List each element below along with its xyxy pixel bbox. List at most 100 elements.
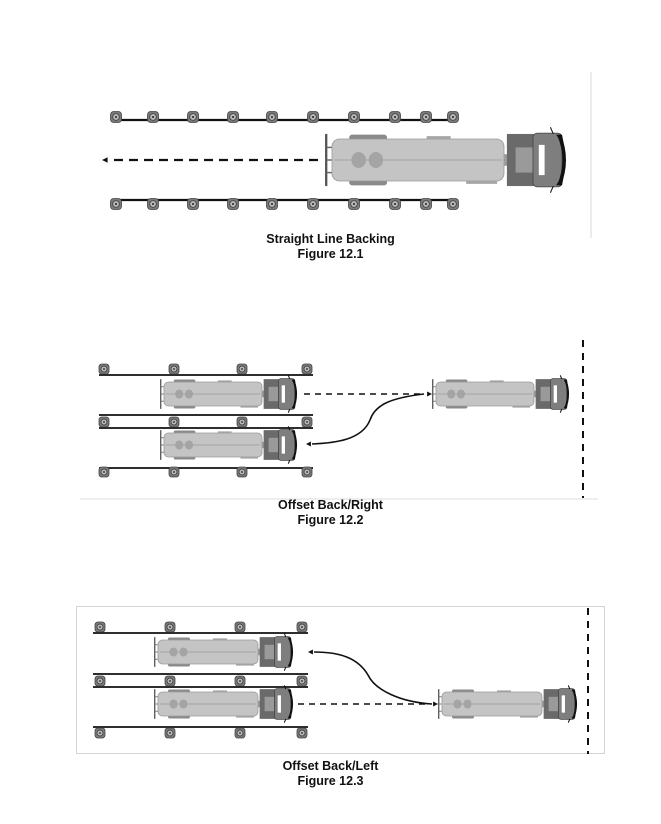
traffic-cone-icon: [94, 675, 106, 687]
tanker-truck-icon: [160, 375, 298, 413]
traffic-cone-icon: [227, 111, 239, 123]
arrowhead-icon: [433, 701, 438, 707]
tanker-truck-icon: [438, 685, 578, 723]
cone-row: [98, 363, 313, 376]
hatch: [169, 647, 178, 657]
arrowhead-icon: [427, 391, 432, 397]
tanker-truck-icon: [325, 127, 566, 193]
traffic-cone-icon: [98, 363, 110, 375]
cone-row: [93, 726, 308, 739]
cab-window: [281, 436, 285, 454]
cab-window: [277, 695, 281, 713]
cab: [558, 688, 576, 720]
traffic-cone-icon: [296, 727, 308, 739]
cab-window: [277, 643, 281, 661]
figure-12-2-caption: Offset Back/Right Figure 12.2: [0, 498, 661, 528]
traffic-cone-icon: [389, 111, 401, 123]
traffic-cone-icon: [420, 198, 432, 210]
traffic-cone-icon: [301, 363, 313, 375]
hatch: [453, 699, 462, 709]
traffic-cone-icon: [98, 466, 110, 478]
mirror: [287, 408, 291, 413]
arrowhead-icon: [102, 157, 108, 163]
traffic-cone-icon: [147, 198, 159, 210]
hatch: [368, 152, 384, 168]
traffic-cone-icon: [164, 727, 176, 739]
cab-window: [538, 144, 545, 176]
hatch: [184, 440, 194, 450]
cone-row: [93, 675, 308, 688]
traffic-cone-icon: [236, 466, 248, 478]
figure-12-3-caption: Offset Back/Left Figure 12.3: [0, 759, 661, 789]
mirror: [287, 375, 291, 380]
traffic-cone-icon: [348, 111, 360, 123]
traffic-cone-icon: [164, 675, 176, 687]
mirror: [283, 666, 287, 671]
mirror: [549, 127, 554, 135]
backing-curve-path: [311, 393, 425, 445]
mirror: [567, 718, 571, 723]
hatch: [179, 699, 188, 709]
mirror: [283, 633, 287, 638]
tanker-truck-icon: [154, 685, 294, 723]
arrowhead-icon: [306, 441, 311, 447]
cab-window: [561, 695, 565, 713]
traffic-cone-icon: [227, 198, 239, 210]
traffic-cone-icon: [307, 111, 319, 123]
hatch: [175, 440, 184, 450]
figure-label: Figure 12.2: [297, 513, 364, 527]
tanker-truck-icon: [154, 633, 294, 671]
traffic-cone-icon: [307, 198, 319, 210]
cab: [273, 636, 292, 668]
traffic-cone-icon: [301, 416, 313, 428]
traffic-cone-icon: [234, 675, 246, 687]
traffic-cone-icon: [168, 466, 180, 478]
traffic-cone-icon: [447, 111, 459, 123]
cab-window: [553, 385, 557, 403]
traffic-cone-icon: [266, 111, 278, 123]
cab: [273, 688, 292, 720]
traffic-cone-icon: [187, 198, 199, 210]
mirror: [287, 426, 291, 431]
traffic-cone-icon: [98, 416, 110, 428]
traffic-cone-icon: [110, 111, 122, 123]
traffic-cone-icon: [266, 198, 278, 210]
hatch: [351, 152, 366, 168]
traffic-cone-icon: [168, 416, 180, 428]
figure-12-1-caption: Straight Line Backing Figure 12.1: [0, 232, 661, 262]
figure-label: Figure 12.1: [297, 247, 364, 261]
mirror: [283, 685, 287, 690]
tanker-truck-icon: [160, 426, 298, 464]
figure-label: Figure 12.3: [297, 774, 364, 788]
hatch: [179, 647, 188, 657]
cone-row: [93, 621, 308, 634]
mirror: [559, 375, 563, 380]
traffic-cone-icon: [236, 416, 248, 428]
figure-frame: [76, 606, 605, 754]
traffic-cone-icon: [301, 466, 313, 478]
traffic-cone-icon: [296, 621, 308, 633]
traffic-cone-icon: [234, 727, 246, 739]
hatch: [463, 699, 472, 709]
traffic-cone-icon: [296, 675, 308, 687]
cab-window: [281, 385, 285, 403]
traffic-cone-icon: [234, 621, 246, 633]
hatch: [447, 389, 456, 399]
traffic-cone-icon: [164, 621, 176, 633]
traffic-cone-icon: [348, 198, 360, 210]
traffic-cone-icon: [447, 198, 459, 210]
cone-row: [110, 111, 459, 123]
hatch: [456, 389, 466, 399]
traffic-cone-icon: [147, 111, 159, 123]
hatch: [175, 389, 184, 399]
mirror: [567, 685, 571, 690]
traffic-cone-icon: [168, 363, 180, 375]
mirror: [283, 718, 287, 723]
traffic-cone-icon: [389, 198, 401, 210]
traffic-cone-icon: [236, 363, 248, 375]
traffic-cone-icon: [187, 111, 199, 123]
traffic-cone-icon: [110, 198, 122, 210]
arrowhead-icon: [308, 649, 313, 655]
